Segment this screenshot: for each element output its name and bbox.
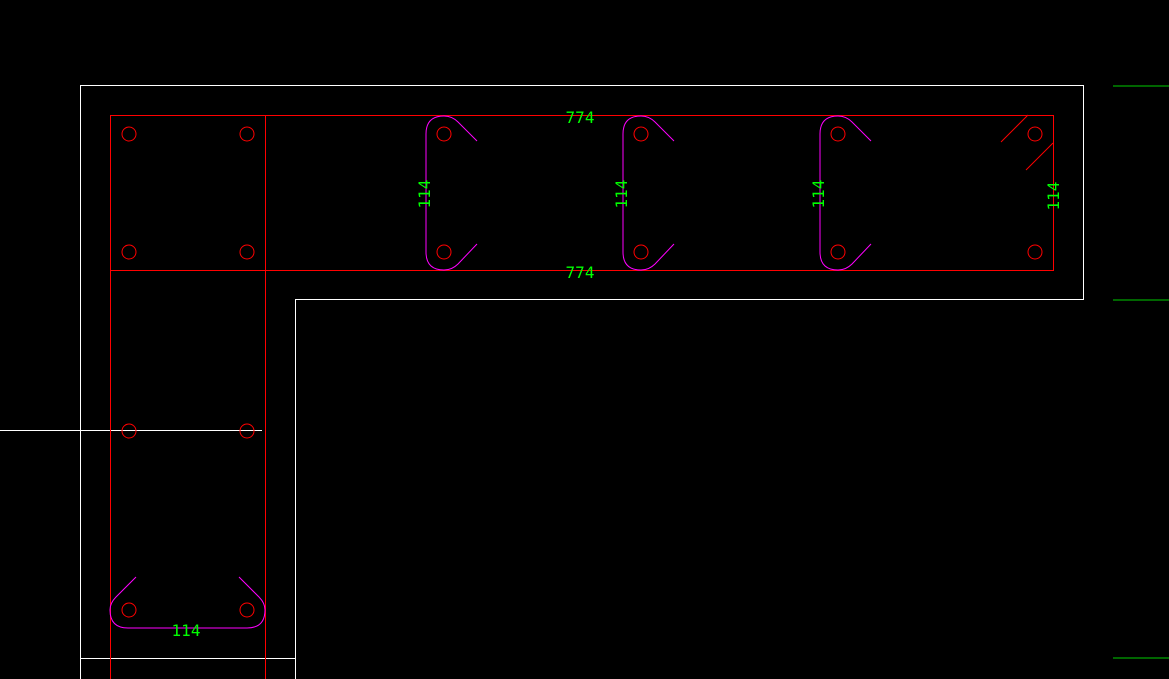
concrete-outline	[0, 85, 1084, 679]
dim-bottom-length: 774	[566, 263, 595, 282]
outline-l-shape	[80, 85, 1084, 679]
rebar-circle	[239, 602, 255, 618]
stirrup-hook-1	[425, 115, 478, 271]
rebar-circle	[239, 423, 255, 439]
rebar-circle	[121, 423, 137, 439]
rebar-circle	[239, 244, 255, 260]
rebar-circle	[436, 244, 452, 260]
dim-hook-height-1: 114	[415, 180, 434, 209]
stirrup-hook-2	[622, 115, 675, 271]
end-hook-ticks	[1000, 114, 1054, 171]
rebar-circle	[121, 602, 137, 618]
rebar-circles	[121, 126, 1043, 618]
stirrups	[109, 115, 872, 629]
rebar-frame	[110, 115, 1054, 679]
rebar-circle	[830, 244, 846, 260]
rebar-circle	[1027, 244, 1043, 260]
stirrup-leg	[109, 576, 266, 629]
rebar-circle	[121, 244, 137, 260]
end-tick-bottom	[1025, 142, 1054, 171]
rebar-circle	[830, 126, 846, 142]
rebar-circle	[239, 126, 255, 142]
dim-end-height: 114	[1044, 182, 1063, 211]
frame-outer	[110, 115, 1054, 679]
rebar-circle	[1027, 126, 1043, 142]
dim-leg-width: 114	[172, 621, 201, 640]
dim-top-length: 774	[566, 108, 595, 127]
dimension-labels: 774 774 114 114 114 114 114	[172, 108, 1063, 640]
rebar-circle	[633, 126, 649, 142]
dim-hook-height-2: 114	[612, 180, 631, 209]
rebar-circle	[436, 126, 452, 142]
end-tick-top	[1000, 114, 1029, 143]
dim-hook-height-3: 114	[809, 180, 828, 209]
rebar-circle	[121, 126, 137, 142]
rebar-circle	[633, 244, 649, 260]
stirrup-hook-3	[819, 115, 872, 271]
axis-lines	[1113, 85, 1169, 659]
